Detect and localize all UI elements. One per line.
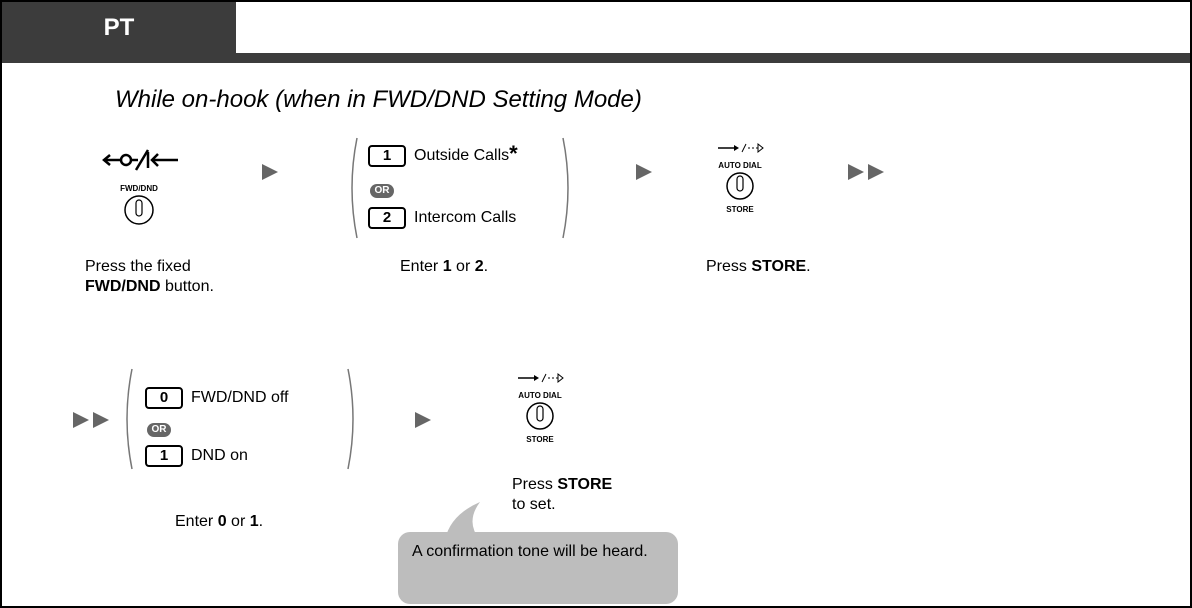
step2-caption-b2: 2 (474, 258, 484, 275)
step2-option-outside[interactable]: 1 Outside Calls* (368, 141, 518, 171)
intercom-calls-label: Intercom Calls (414, 209, 517, 226)
auto-dial-arrows-icon (718, 142, 764, 154)
step2-brackets (351, 137, 569, 239)
header-rule (2, 53, 1190, 63)
step1-caption-line1: Press the fixed (85, 258, 191, 275)
step1-caption-bold: FWD/DND (85, 278, 161, 295)
or-label: OR (147, 423, 171, 437)
step5-caption-pre: Press (512, 476, 558, 493)
tab-pt: PT (2, 2, 236, 53)
step4-option-fwd-dnd-off[interactable]: 0 FWD/DND off (145, 387, 288, 409)
bubble-tail (445, 502, 480, 540)
button-knob-icon (124, 195, 154, 225)
footnote-asterisk: * (509, 141, 518, 166)
mode-subtitle: While on-hook (when in FWD/DND Setting M… (115, 86, 642, 113)
button-knob-icon (726, 172, 754, 200)
key-2[interactable]: 2 (368, 207, 406, 229)
step2-caption-post: . (483, 258, 489, 275)
step5-caption-bold: STORE (557, 476, 613, 493)
arrow-right-icon (636, 164, 652, 180)
step4-caption-post: . (258, 513, 264, 530)
step2-caption-pre: Enter (400, 258, 443, 275)
confirmation-note: A confirmation tone will be heard. (398, 532, 678, 604)
key-0[interactable]: 0 (145, 387, 183, 409)
step5-caption-line2: to set. (512, 496, 556, 513)
step2-caption-b1: 1 (442, 258, 452, 275)
or-badge: OR (147, 419, 171, 437)
step2-caption-mid: or (451, 258, 475, 275)
confirmation-note-text: A confirmation tone will be heard. (412, 543, 648, 560)
step2-caption: Enter 1 or 2. (400, 257, 488, 277)
double-arrow-right-icon (848, 164, 884, 180)
auto-dial-label: AUTO DIAL (518, 391, 562, 400)
step3-caption-bold: STORE (751, 258, 807, 275)
fwd-dnd-button-label: FWD/DND (120, 184, 158, 193)
store-label: STORE (726, 205, 754, 214)
or-label: OR (370, 184, 394, 198)
button-knob-icon (526, 402, 554, 430)
arrow-right-icon (262, 164, 278, 180)
key-1[interactable]: 1 (145, 445, 183, 467)
double-arrow-right-icon (73, 412, 109, 428)
auto-dial-arrows-icon (518, 372, 564, 384)
or-badge: OR (370, 180, 394, 198)
step4-caption-b1: 0 (217, 513, 227, 530)
auto-dial-label: AUTO DIAL (718, 161, 762, 170)
fwd-dnd-icon (102, 149, 178, 171)
step1-caption-rest: button. (160, 278, 214, 295)
step3-caption-post: . (806, 258, 811, 275)
step1-caption: Press the fixed FWD/DND button. (85, 257, 214, 297)
step5-caption: Press STORE to set. (512, 475, 612, 515)
fwd-dnd-button-group[interactable]: FWD/DND (100, 140, 220, 240)
outside-calls-label: Outside Calls (414, 147, 510, 164)
dnd-on-label: DND on (191, 447, 248, 464)
step3-caption: Press STORE. (706, 257, 811, 277)
step2-option-intercom[interactable]: 2 Intercom Calls (368, 207, 516, 229)
store-button-group[interactable]: AUTO DIAL STORE (700, 140, 780, 220)
step4-brackets (126, 368, 354, 470)
arrow-right-icon (415, 412, 431, 428)
step4-caption: Enter 0 or 1. (175, 512, 263, 532)
store-label: STORE (526, 435, 554, 444)
tab-label: PT (103, 13, 135, 41)
store-button-group[interactable]: AUTO DIAL STORE (500, 370, 580, 450)
step4-caption-b2: 1 (249, 513, 259, 530)
step3-caption-pre: Press (706, 258, 752, 275)
step4-caption-pre: Enter (175, 513, 218, 530)
key-1[interactable]: 1 (368, 145, 406, 167)
step4-option-dnd-on[interactable]: 1 DND on (145, 445, 248, 467)
fwd-dnd-off-label: FWD/DND off (191, 389, 289, 406)
step4-caption-mid: or (226, 513, 250, 530)
